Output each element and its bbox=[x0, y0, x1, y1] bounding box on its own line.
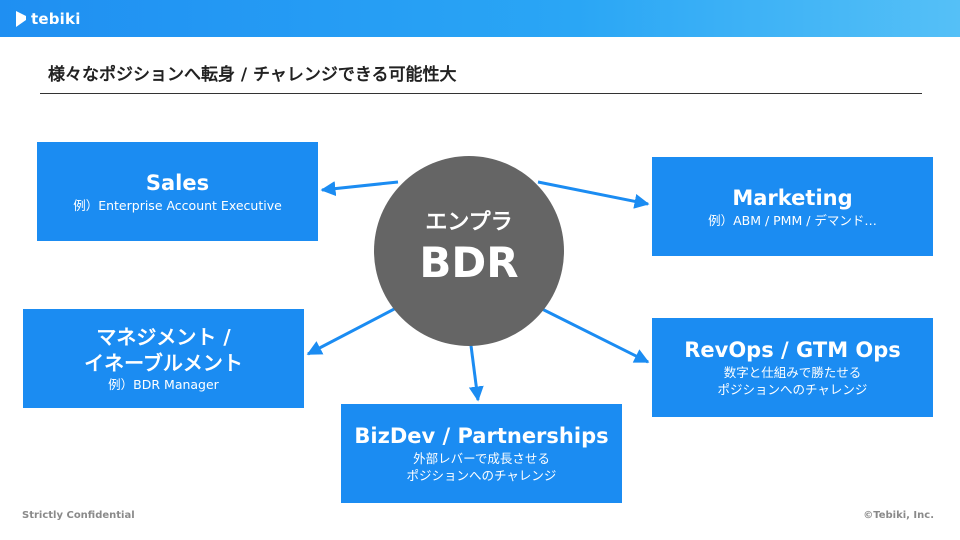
center-label-line2: BDR bbox=[419, 238, 519, 287]
enablement-title-line1: マネジメント / bbox=[96, 325, 231, 349]
arrow-to-revops bbox=[539, 306, 650, 364]
center-label-line1: エンプラ bbox=[425, 210, 513, 235]
marketing-subtitle: 例）ABM / PMM / デマンド… bbox=[708, 212, 877, 228]
sales-box: Sales 例）Enterprise Account Executive bbox=[37, 142, 318, 241]
arrow-to-enablement bbox=[306, 304, 401, 356]
revops-title: RevOps / GTM Ops bbox=[684, 338, 901, 362]
bizdev-box: BizDev / Partnerships 外部レバーで成長させる ポジションへ… bbox=[341, 404, 622, 503]
logo: tebiki bbox=[14, 7, 81, 31]
bizdev-subtitle-line1: 外部レバーで成長させる bbox=[413, 451, 550, 466]
revops-subtitle-line1: 数字と仕組みで勝たせる bbox=[723, 365, 862, 380]
enablement-subtitle: 例）BDR Manager bbox=[108, 377, 219, 392]
enablement-box: マネジメント / イネーブルメント 例）BDR Manager bbox=[23, 309, 304, 408]
sales-title: Sales bbox=[145, 170, 210, 195]
slide-title: 様々なポジションへ転身 / チャレンジできる可能性大 bbox=[48, 65, 457, 85]
top-banner: tebiki bbox=[0, 0, 960, 37]
bizdev-subtitle-line2: ポジションへのチャレンジ bbox=[406, 468, 557, 483]
tebiki-logo-icon bbox=[16, 11, 26, 27]
marketing-box: Marketing 例）ABM / PMM / デマンド… bbox=[652, 157, 933, 256]
bizdev-title: BizDev / Partnerships bbox=[354, 424, 609, 448]
footer-copyright: ©Tebiki, Inc. bbox=[863, 510, 934, 521]
center-circle: エンプラ BDR bbox=[374, 156, 564, 346]
logo-text: tebiki bbox=[31, 10, 81, 28]
arrow-to-marketing bbox=[537, 180, 650, 209]
revops-subtitle-line2: ポジションへのチャレンジ bbox=[717, 382, 868, 397]
title-divider bbox=[40, 93, 922, 94]
marketing-title: Marketing bbox=[732, 185, 853, 210]
revops-box: RevOps / GTM Ops 数字と仕組みで勝たせる ポジションへのチャレン… bbox=[652, 318, 933, 417]
sales-subtitle: 例）Enterprise Account Executive bbox=[73, 197, 282, 213]
enablement-title-line2: イネーブルメント bbox=[84, 351, 243, 375]
arrow-to-sales bbox=[320, 180, 399, 197]
footer-confidential: Strictly Confidential bbox=[22, 510, 135, 521]
